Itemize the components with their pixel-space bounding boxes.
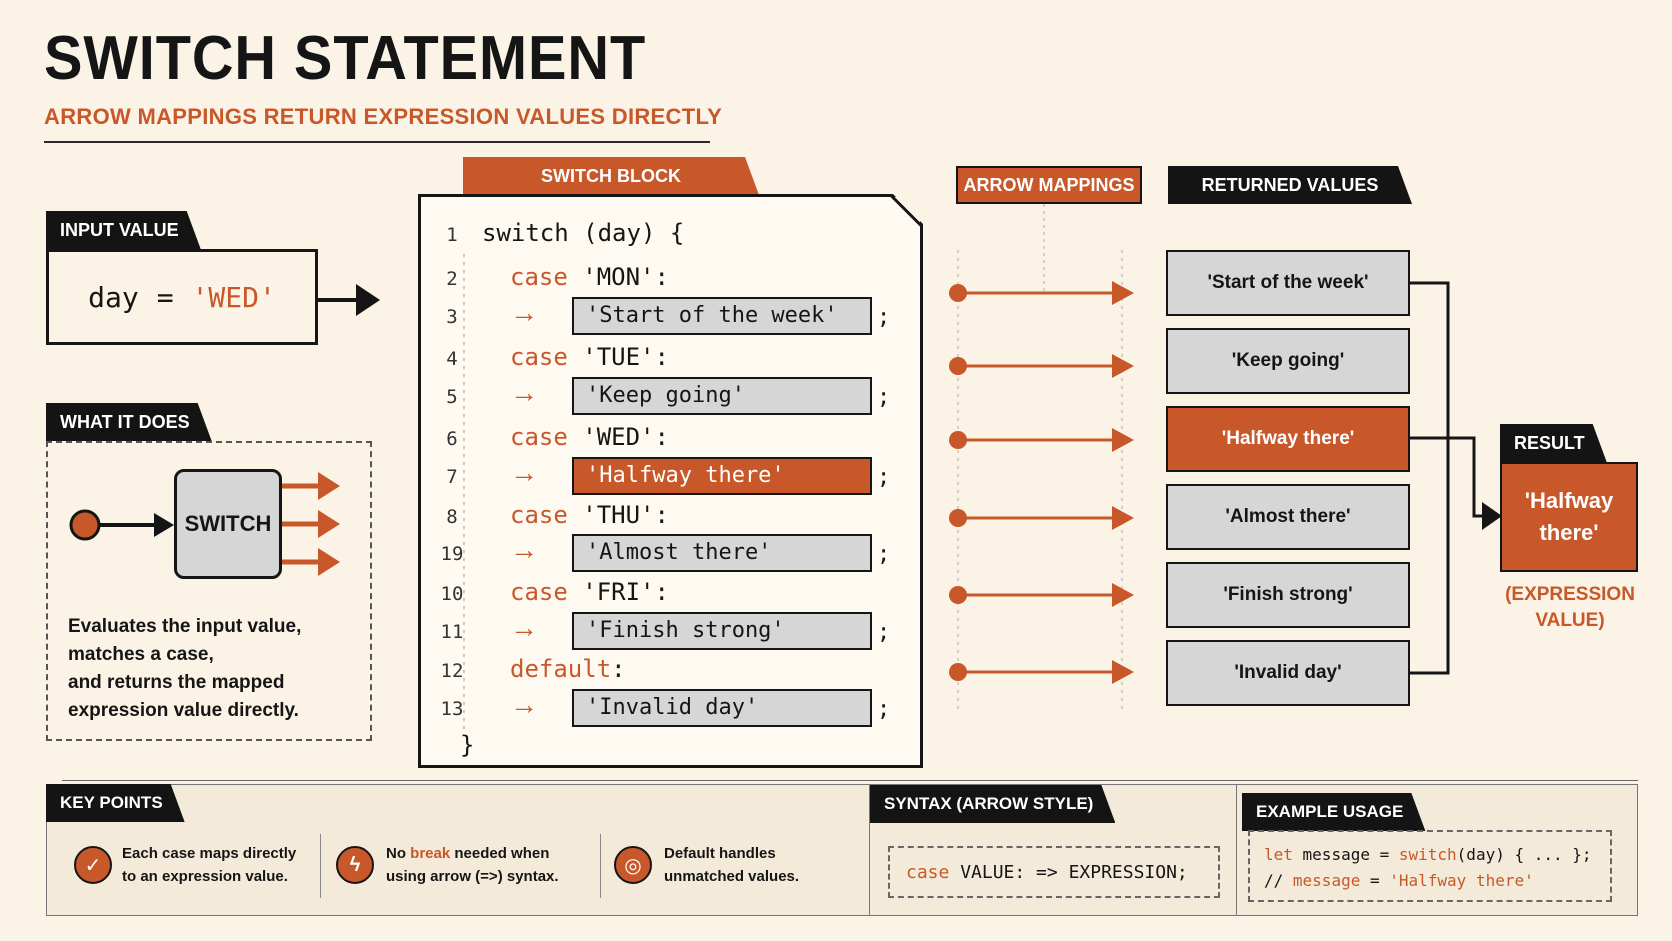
line-number: 19 — [440, 543, 464, 565]
input-equals: = — [156, 280, 174, 314]
switch-header-line: switch (day) { — [482, 219, 685, 247]
semicolon: ; — [877, 465, 891, 490]
title-divider — [44, 141, 710, 143]
default-label-line: default: — [510, 655, 626, 683]
page-subtitle: ARROW MAPPINGS RETURN EXPRESSION VALUES … — [44, 104, 723, 129]
case-arrow-icon: → — [510, 377, 538, 408]
target-icon: ◎ — [614, 846, 652, 884]
what-it-does-description: Evaluates the input value, matches a cas… — [68, 616, 302, 721]
returned-value-item: 'Finish strong' — [1166, 562, 1410, 628]
line-number: 1 — [446, 224, 458, 246]
syntax-example: case VALUE: => EXPRESSION; — [888, 846, 1220, 898]
arrow-mappings-diagram — [949, 204, 1134, 714]
line-number: 10 — [440, 583, 464, 605]
case-value-box: 'Almost there' — [572, 534, 872, 572]
returned-value-item: 'Keep going' — [1166, 328, 1410, 394]
input-value-tab: INPUT VALUE — [46, 211, 201, 249]
returned-value-item: 'Invalid day' — [1166, 640, 1410, 706]
closing-brace: } — [460, 731, 475, 759]
page-title: SWITCH STATEMENT — [44, 24, 647, 93]
line-number: 2 — [446, 268, 458, 290]
line-number: 5 — [446, 386, 458, 408]
input-to-switch-arrow — [318, 284, 380, 316]
semicolon: ; — [877, 385, 891, 410]
example-usage-tab: EXAMPLE USAGE — [1242, 793, 1425, 831]
case-arrow-icon: → — [510, 534, 538, 565]
case-value-box: 'Keep going' — [572, 377, 872, 415]
semicolon: ; — [877, 697, 891, 722]
bottom-divider — [62, 780, 1638, 781]
case-value-box-highlighted: 'Halfway there' — [572, 457, 872, 495]
case-arrow-icon: → — [510, 297, 538, 328]
case-label-line: case 'THU': — [510, 501, 669, 529]
switch-icon-box: SWITCH — [174, 469, 282, 579]
line-number: 11 — [440, 621, 464, 643]
input-value: 'WED' — [191, 280, 276, 314]
line-number: 4 — [446, 348, 458, 370]
case-value-box: 'Start of the week' — [572, 297, 872, 335]
section-separator — [1236, 784, 1237, 916]
case-arrow-icon: → — [510, 612, 538, 643]
line-number: 13 — [440, 698, 464, 720]
key-point-text: No break needed when using arrow (=>) sy… — [386, 845, 559, 885]
line-number: 3 — [446, 306, 458, 328]
returned-value-item-highlighted: 'Halfway there' — [1166, 406, 1410, 472]
what-it-does-tab: WHAT IT DOES — [46, 403, 212, 441]
syntax-tab: SYNTAX (ARROW STYLE) — [870, 785, 1115, 823]
semicolon: ; — [877, 542, 891, 567]
what-it-does-box — [46, 441, 372, 741]
key-point-text: Default handles unmatched values. — [664, 845, 800, 885]
section-separator — [869, 784, 870, 916]
switch-input-arrow-icon — [69, 509, 174, 541]
result-value-box: 'Halfway there' — [1500, 462, 1638, 572]
lightning-icon: ϟ — [336, 846, 374, 884]
key-point-text: Each case maps directly to an expression… — [122, 845, 297, 885]
case-label-line: case 'FRI': — [510, 578, 669, 606]
returned-values-tab: RETURNED VALUES — [1168, 166, 1412, 204]
switch-block-tab: SWITCH BLOCK — [463, 157, 759, 195]
returned-value-item: 'Almost there' — [1166, 484, 1410, 550]
line-number: 6 — [446, 428, 458, 450]
key-point-separator — [600, 834, 601, 898]
case-label-line: case 'TUE': — [510, 343, 669, 371]
input-variable: day — [88, 280, 139, 314]
code-panel-outline — [418, 194, 923, 768]
example-usage-code: let message = switch(day) { ... }; // mes… — [1248, 830, 1612, 902]
result-connector-lines — [1410, 281, 1502, 675]
check-icon: ✓ — [74, 846, 112, 884]
line-number: 7 — [446, 466, 458, 488]
semicolon: ; — [877, 620, 891, 645]
returned-value-item: 'Start of the week' — [1166, 250, 1410, 316]
key-point-separator — [320, 834, 321, 898]
case-label-line: case 'WED': — [510, 423, 669, 451]
result-tab: RESULT — [1500, 424, 1607, 462]
example-line-1: let message = switch(day) { ... }; — [1264, 845, 1592, 864]
case-label-line: case 'MON': — [510, 263, 669, 291]
result-note: (EXPRESSION VALUE) — [1505, 584, 1635, 631]
line-number: 8 — [446, 506, 458, 528]
line-number: 12 — [440, 660, 464, 682]
case-arrow-icon: → — [510, 457, 538, 488]
arrow-mappings-tab: ARROW MAPPINGS — [956, 166, 1142, 204]
case-value-box: 'Invalid day' — [572, 689, 872, 727]
semicolon: ; — [877, 305, 891, 330]
key-points-tab: KEY POINTS — [46, 784, 185, 822]
case-value-box: 'Finish strong' — [572, 612, 872, 650]
input-value-box: day = 'WED' — [46, 249, 318, 345]
switch-output-arrows-icon — [282, 472, 340, 576]
example-line-2: // message = 'Halfway there' — [1264, 871, 1534, 890]
case-arrow-icon: → — [510, 689, 538, 720]
